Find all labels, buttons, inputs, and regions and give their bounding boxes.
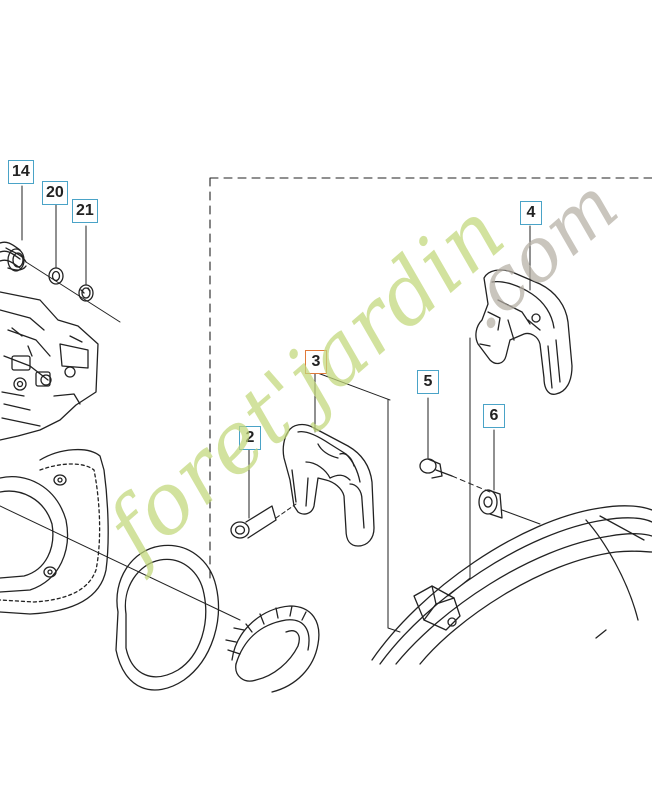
spring-part <box>0 241 27 272</box>
dashed-boundary <box>209 177 652 581</box>
callout-5: 5 <box>417 370 439 394</box>
callout-3: 3 <box>305 350 327 374</box>
callout-21: 21 <box>72 199 98 223</box>
bracket-part-4 <box>475 269 573 395</box>
gasket-ring <box>115 544 220 691</box>
callout-14: 14 <box>8 160 34 184</box>
handle-part-3 <box>282 423 375 547</box>
washer-21 <box>78 284 94 302</box>
pulley-part <box>225 605 320 693</box>
callout-6: 6 <box>483 404 505 428</box>
housing-block <box>0 291 99 441</box>
screw-part-2 <box>230 503 297 539</box>
bushing-part-6 <box>478 489 503 519</box>
callout-2: 2 <box>239 426 261 450</box>
callout-20: 20 <box>42 181 68 205</box>
cover-plate <box>0 448 109 615</box>
screw-part-5 <box>419 458 491 493</box>
blade-guard <box>371 505 652 665</box>
clip-part <box>413 585 461 631</box>
callout-4: 4 <box>520 201 542 225</box>
